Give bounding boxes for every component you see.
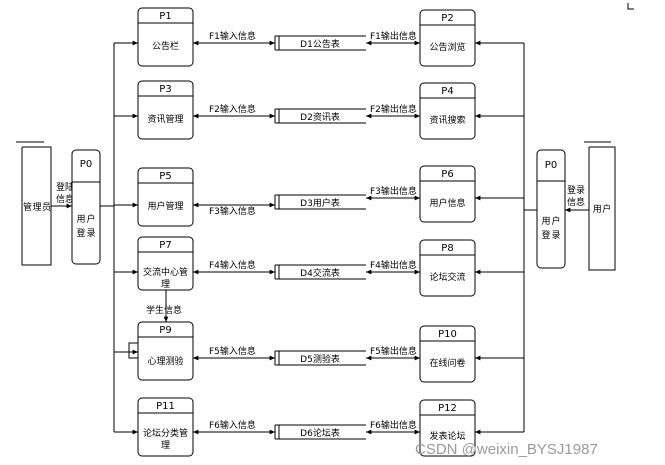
process-p9-id: P9 <box>159 325 171 336</box>
flow-in-f6: F6输入信息 <box>209 419 256 431</box>
process-p12 <box>419 399 476 457</box>
row-d4: P7 交流中心管理 F4输入信息 D4交流表 F4输出信息 P8 论坛交流 <box>114 236 524 297</box>
flow-out-f5: F5输出信息 <box>370 345 417 357</box>
process-p12-name: 发表论坛 <box>429 430 465 442</box>
flow-out-f4: F4输出信息 <box>370 259 417 271</box>
process-p3-id: P3 <box>159 84 171 95</box>
process-p7-id: P7 <box>159 240 171 251</box>
store-d2-name: D2资讯表 <box>300 111 340 123</box>
store-d5 <box>274 350 366 366</box>
process-p11-name: 论坛分类管理 <box>143 427 188 451</box>
extra-flow-label: 学生信息 <box>146 304 182 316</box>
entity-user-label: 用户 <box>593 203 612 215</box>
process-p1-name: 公告栏 <box>152 40 179 52</box>
process-p5-id: P5 <box>159 171 171 182</box>
page-corner-mark <box>627 3 634 10</box>
entity-user: 用户 <box>584 141 616 271</box>
watermark: CSDN @weixin_BYSJ1987 <box>415 441 598 458</box>
process-p4 <box>419 82 476 140</box>
store-d3-name: D3用户表 <box>300 197 340 209</box>
process-p1-id: P1 <box>159 11 171 22</box>
row-d2: P3 资讯管理 F2输入信息 D2资讯表 F2输出信息 P4 资讯搜索 <box>114 80 524 140</box>
process-p2-name: 公告浏览 <box>429 41 465 53</box>
process-p0-right: P0 用户登录 <box>536 149 566 269</box>
p9-bracket <box>128 342 138 359</box>
store-d2 <box>274 108 366 124</box>
process-p5-name: 用户管理 <box>147 200 183 212</box>
row-d5: P9 心理测验 F5输入信息 D5测验表 F5输出信息 P10 在线问卷 <box>114 321 524 383</box>
process-p0-left: P0 用户登录 <box>71 149 101 265</box>
store-d4-name: D4交流表 <box>300 267 340 279</box>
row-d3: P5 用户管理 F3输入信息 D3用户表 F3输出信息 P6 用户信息 <box>114 165 524 227</box>
process-p0-left-id: P0 <box>80 159 92 170</box>
process-p0-right-id: P0 <box>545 160 557 171</box>
process-p9-name: 心理测验 <box>147 355 183 367</box>
process-p7 <box>137 236 194 291</box>
process-p8-id: P8 <box>441 243 453 254</box>
process-p10-name: 在线问卷 <box>429 357 465 369</box>
process-p8-name: 论坛交流 <box>429 271 465 283</box>
user-login-flow-label: 登录信息 <box>567 185 585 208</box>
process-p0-right-name: 用户登录 <box>541 215 560 241</box>
store-d1 <box>274 35 366 51</box>
process-p4-name: 资讯搜索 <box>429 114 465 126</box>
store-d5-name: D5测验表 <box>300 353 340 365</box>
store-d6-name: D6论坛表 <box>300 427 340 439</box>
flow-in-f3: F3输入信息 <box>209 205 256 217</box>
process-p8 <box>419 239 476 297</box>
process-p2-id: P2 <box>441 13 453 24</box>
store-d6 <box>274 424 366 440</box>
process-p6 <box>419 165 476 223</box>
entity-admin-label: 管理员 <box>23 201 51 213</box>
process-p6-name: 用户信息 <box>429 197 465 209</box>
process-p11-id: P11 <box>156 401 175 412</box>
flow-out-f1: F1输出信息 <box>370 30 417 42</box>
process-p12-id: P12 <box>438 403 457 414</box>
process-p0-left-name: 用户登录 <box>76 213 95 239</box>
admin-login-flow-label-1: 登陆信息 <box>56 181 74 205</box>
flow-in-f1: F1输入信息 <box>209 30 256 42</box>
process-p3-name: 资讯管理 <box>147 113 183 125</box>
flow-in-f4: F4输入信息 <box>209 259 256 271</box>
process-p10 <box>419 325 476 383</box>
process-p10-id: P10 <box>438 329 457 340</box>
row-d1: P1 公告栏 F1输入信息 D1公告表 F1输出信息 P2 公告浏览 <box>114 7 524 67</box>
entity-admin: 管理员 <box>16 141 52 266</box>
flow-in-f5: F5输入信息 <box>209 345 256 357</box>
flow-out-f2: F2输出信息 <box>370 103 417 115</box>
flow-in-f2: F2输入信息 <box>209 103 256 115</box>
flow-out-f3: F3输出信息 <box>370 185 417 197</box>
flow-out-f6: F6输出信息 <box>370 419 417 431</box>
row-d6: P11 论坛分类管理 F6输入信息 D6论坛表 F6输出信息 P12 发表论坛 <box>114 397 524 457</box>
process-p2 <box>419 9 476 67</box>
store-d3 <box>274 194 366 210</box>
store-d4 <box>274 264 366 280</box>
process-p4-id: P4 <box>441 86 453 97</box>
process-p6-id: P6 <box>441 169 453 180</box>
process-p7-name: 交流中心管理 <box>143 266 188 290</box>
store-d1-name: D1公告表 <box>300 38 340 50</box>
